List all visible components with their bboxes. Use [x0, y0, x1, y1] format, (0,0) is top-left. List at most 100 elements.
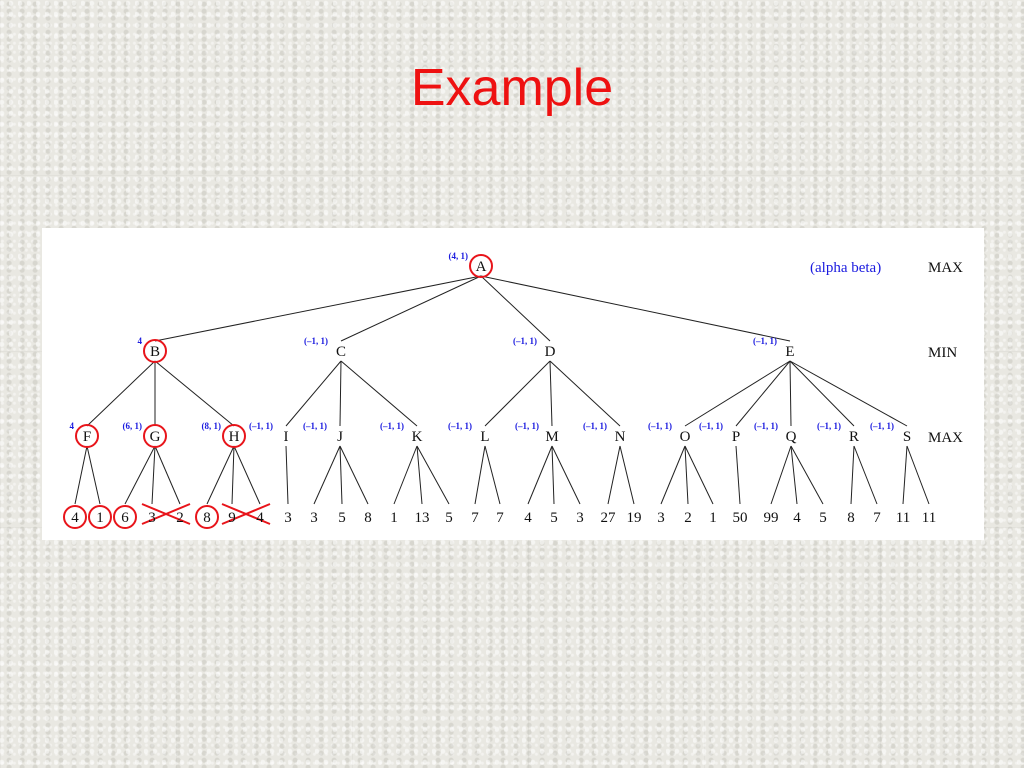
- edge-N-leaf-21: [619, 445, 635, 505]
- edge-C-J: [339, 360, 342, 427]
- edge-E-Q: [789, 360, 792, 427]
- leaf-value-27: 4: [793, 510, 801, 526]
- node-K-alpha-beta: (–1, 1): [380, 421, 404, 431]
- leaf-value-24: 1: [709, 510, 717, 526]
- tree-labels: A(4, 1)B4C(–1, 1)D(–1, 1)E(–1, 1)F4G(6, …: [70, 251, 937, 526]
- leaf-value-0: 4: [71, 510, 79, 526]
- edge-G-leaf-2: [124, 445, 156, 505]
- node-B-label: B: [150, 344, 160, 360]
- leaf-value-16: 7: [496, 510, 504, 526]
- leaf-value-14: 5: [445, 510, 453, 526]
- leaf-value-17: 4: [524, 510, 532, 526]
- edge-Q-leaf-26: [770, 445, 792, 505]
- edge-Q-leaf-27: [790, 445, 798, 505]
- alpha-beta-tree: A(4, 1)B4C(–1, 1)D(–1, 1)E(–1, 1)F4G(6, …: [63, 251, 963, 529]
- tree-edges: [74, 275, 930, 505]
- node-O-label: O: [680, 429, 691, 445]
- edge-A-D: [480, 275, 551, 342]
- edge-J-leaf-10: [339, 445, 343, 505]
- edge-K-leaf-13: [416, 445, 423, 505]
- node-I-alpha-beta: (–1, 1): [249, 421, 273, 431]
- edge-O-leaf-24: [684, 445, 714, 505]
- node-J-alpha-beta: (–1, 1): [303, 421, 327, 431]
- leaf-value-10: 5: [338, 510, 346, 526]
- node-M-alpha-beta: (–1, 1): [515, 421, 539, 431]
- edge-E-O: [684, 360, 791, 427]
- node-F-highlight-circle: [75, 424, 99, 448]
- leaf-value-7: 4: [256, 510, 264, 526]
- edge-H-leaf-6: [231, 445, 235, 505]
- edge-K-leaf-12: [393, 445, 418, 505]
- leaf-value-29: 8: [847, 510, 855, 526]
- node-N-alpha-beta: (–1, 1): [583, 421, 607, 431]
- leaf-value-1: 1: [96, 510, 104, 526]
- node-P-alpha-beta: (–1, 1): [699, 421, 723, 431]
- node-E-alpha-beta: (–1, 1): [753, 336, 777, 346]
- edge-F-leaf-1: [86, 445, 101, 505]
- edge-L-leaf-15: [474, 445, 486, 505]
- tree-highlights: [63, 254, 493, 529]
- edge-Q-leaf-28: [790, 445, 824, 505]
- node-A-alpha-beta: (4, 1): [449, 251, 469, 261]
- edge-S-leaf-32: [906, 445, 930, 505]
- leaf-1-highlight-circle: [88, 505, 112, 529]
- leaf-value-9: 3: [310, 510, 318, 526]
- leaf-value-30: 7: [873, 510, 881, 526]
- leaf-value-20: 27: [601, 510, 617, 526]
- leaf-value-15: 7: [471, 510, 479, 526]
- edge-J-leaf-9: [313, 445, 341, 505]
- node-H-label: H: [229, 429, 240, 445]
- prune-cross-H: [221, 503, 271, 525]
- node-B-highlight-circle: [143, 339, 167, 363]
- edge-O-leaf-23: [684, 445, 689, 505]
- leaf-value-21: 19: [627, 510, 642, 526]
- edge-L-leaf-16: [484, 445, 501, 505]
- node-E-label: E: [785, 344, 794, 360]
- edge-M-leaf-18: [551, 445, 555, 505]
- edge-E-S: [789, 360, 908, 427]
- node-G-alpha-beta: (6, 1): [123, 421, 143, 431]
- prune-stroke-b: [141, 503, 191, 525]
- level-label-min: MIN: [928, 345, 957, 361]
- edge-F-leaf-0: [74, 445, 88, 505]
- legend-alpha-beta: (alpha beta): [810, 260, 881, 276]
- leaf-value-5: 8: [203, 510, 211, 526]
- node-J-label: J: [337, 429, 343, 445]
- edge-S-leaf-31: [902, 445, 908, 505]
- edge-C-I: [285, 360, 342, 427]
- edge-K-leaf-14: [416, 445, 450, 505]
- edge-E-P: [735, 360, 791, 427]
- leaf-value-6: 9: [228, 510, 236, 526]
- leaf-value-2: 6: [121, 510, 129, 526]
- node-Q-alpha-beta: (–1, 1): [754, 421, 778, 431]
- edge-G-leaf-3: [151, 445, 156, 505]
- edge-R-leaf-30: [853, 445, 878, 505]
- node-S-alpha-beta: (–1, 1): [870, 421, 894, 431]
- edge-H-leaf-7: [233, 445, 261, 505]
- level-label-root: MAX: [928, 260, 963, 276]
- node-L-alpha-beta: (–1, 1): [448, 421, 472, 431]
- slide-title: Example: [410, 59, 614, 117]
- node-G-highlight-circle: [143, 424, 167, 448]
- leaf-value-4: 2: [176, 510, 184, 526]
- level-label-max: MAX: [928, 430, 963, 446]
- edge-I-leaf-8: [285, 445, 289, 505]
- edge-O-leaf-22: [660, 445, 686, 505]
- edge-R-leaf-29: [850, 445, 855, 505]
- leaf-value-26: 99: [764, 510, 779, 526]
- edge-M-leaf-17: [527, 445, 553, 505]
- node-F-alpha-beta: 4: [70, 421, 75, 431]
- edge-E-R: [789, 360, 855, 427]
- leaf-0-highlight-circle: [63, 505, 87, 529]
- leaf-value-13: 13: [415, 510, 430, 526]
- node-H-alpha-beta: (8, 1): [202, 421, 222, 431]
- leaf-value-8: 3: [284, 510, 292, 526]
- node-R-label: R: [849, 429, 859, 445]
- node-O-alpha-beta: (–1, 1): [648, 421, 672, 431]
- node-K-label: K: [412, 429, 423, 445]
- prune-cross-G: [141, 503, 191, 525]
- node-C-alpha-beta: (–1, 1): [304, 336, 328, 346]
- edge-A-E: [480, 275, 791, 342]
- node-C-label: C: [336, 344, 346, 360]
